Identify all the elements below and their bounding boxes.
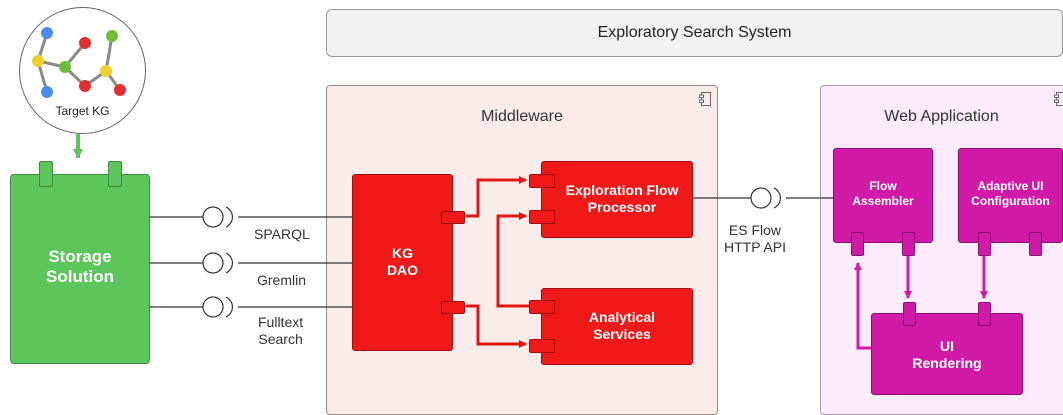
ui-rendering: UI Rendering <box>871 313 1023 395</box>
target-kg: Target KG <box>19 7 146 134</box>
fulltext-interface <box>150 297 352 317</box>
flow-assembler: Flow Assembler <box>833 148 933 243</box>
gremlin-interface <box>150 253 352 273</box>
target-kg-label: Target KG <box>20 104 145 118</box>
kg-dao-label: KG DAO <box>353 245 452 279</box>
graph-icon <box>30 24 140 106</box>
processor-label: Exploration Flow Processor <box>552 182 692 216</box>
assembler-port <box>851 232 864 256</box>
assembler-port <box>902 232 915 256</box>
dao-to-processor-arrow <box>466 180 526 216</box>
ui-rendering-label: UI Rendering <box>872 338 1022 372</box>
kg-dao: KG DAO <box>352 174 453 351</box>
es-flow-interface <box>693 188 833 208</box>
analytical-services: Analytical Services <box>541 288 693 365</box>
es-flow-api-label: ES Flow HTTP API <box>724 222 786 256</box>
fulltext-search-label: Fulltext Search <box>258 314 303 348</box>
config-port <box>978 232 991 256</box>
dao-to-analytics-arrow <box>466 306 526 344</box>
adaptive-ui-label: Adaptive UI Configuration <box>959 179 1062 209</box>
flow-assembler-label: Flow Assembler <box>834 179 932 209</box>
rendering-port <box>978 302 991 326</box>
sparql-label: SPARQL <box>254 226 310 243</box>
dao-port <box>441 301 465 314</box>
storage-port <box>108 161 122 187</box>
rendering-to-assembler-arrow <box>858 263 871 348</box>
adaptive-ui-configuration: Adaptive UI Configuration <box>958 148 1063 243</box>
analytics-label: Analytical Services <box>552 309 692 343</box>
analytics-to-processor-arrow <box>498 216 541 306</box>
storage-solution: Storage Solution <box>10 174 150 364</box>
gremlin-label: Gremlin <box>257 272 306 289</box>
storage-port <box>39 161 53 187</box>
storage-label: Storage Solution <box>11 247 149 287</box>
exploration-flow-processor: Exploration Flow Processor <box>541 161 693 238</box>
sparql-interface <box>150 207 352 227</box>
rendering-port <box>903 302 916 326</box>
dao-port <box>441 211 465 224</box>
config-port <box>1029 232 1042 256</box>
